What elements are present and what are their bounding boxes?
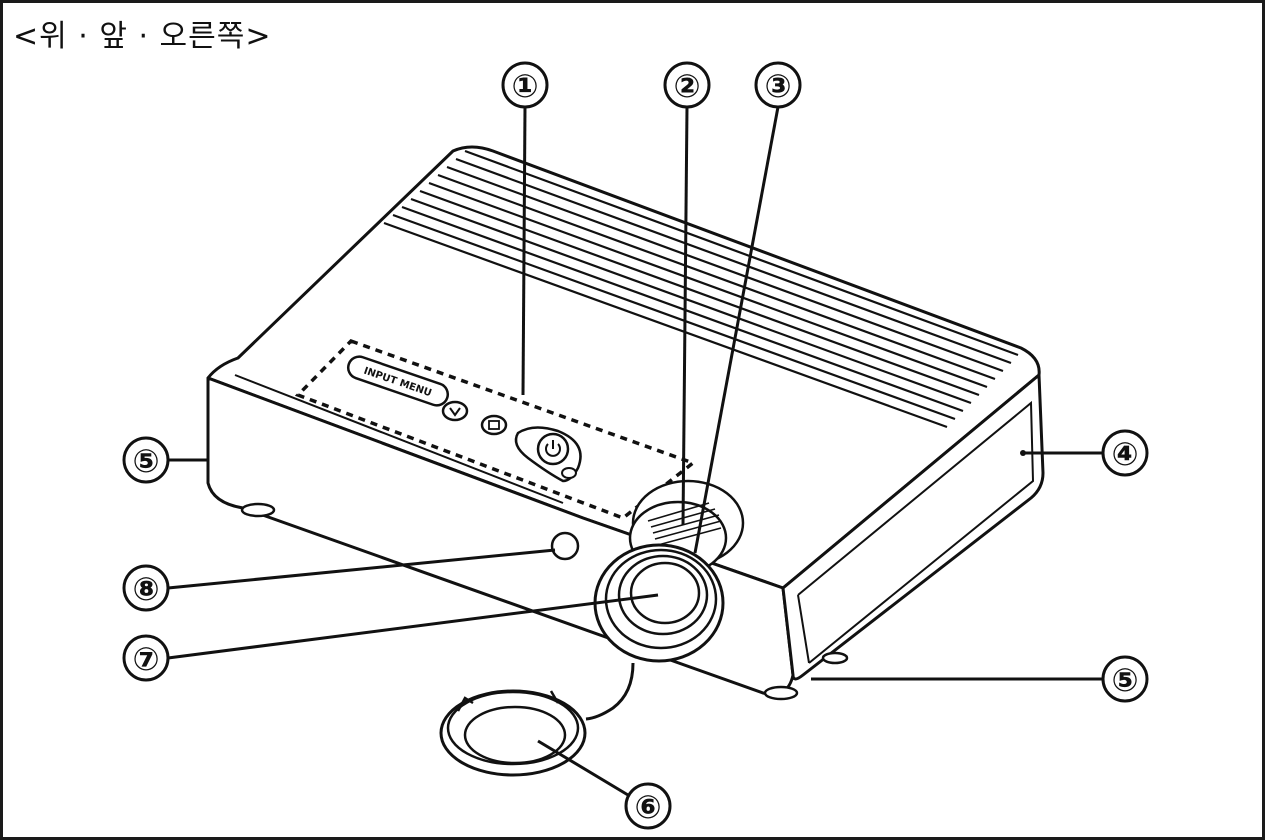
lens-assembly	[593, 479, 745, 663]
power-icon	[545, 443, 561, 457]
vent-slat	[383, 221, 948, 429]
callout-5-right: ⑤	[1101, 655, 1149, 703]
remote-sensor	[550, 531, 580, 561]
leader-line-7	[167, 593, 659, 660]
callout-6: ⑥	[624, 782, 672, 830]
leader-line-3	[693, 106, 780, 554]
callout-8: ⑧	[122, 564, 170, 612]
callout-number: ⑥	[634, 788, 661, 826]
lens-cap-strap	[585, 662, 635, 721]
diagram-title: <위 · 앞 · 오른쪽>	[13, 19, 272, 54]
panel-label-plate	[346, 355, 450, 407]
leader-line-8	[167, 548, 556, 590]
lens-cap-tab	[549, 690, 560, 704]
callout-number: ④	[1111, 435, 1138, 473]
callout-3: ③	[754, 61, 802, 109]
vent-slat	[392, 213, 956, 421]
focus-ring-grip	[652, 514, 720, 534]
top-edge-line	[234, 374, 564, 504]
vent-slat	[437, 173, 996, 381]
callout-number: ⑤	[1111, 661, 1138, 699]
callout-circle	[122, 564, 170, 612]
leader-line-2	[681, 106, 689, 526]
menu-button[interactable]	[480, 414, 508, 436]
leader-lines	[167, 106, 1103, 800]
power-indicator	[561, 467, 577, 479]
callout-circle	[624, 782, 672, 830]
vent-slat	[419, 189, 980, 397]
callout-number: ③	[764, 67, 791, 105]
lens-cap-inner	[463, 705, 567, 765]
control-panel: INPUT MENU	[294, 338, 697, 520]
callout-circle	[122, 436, 170, 484]
callout-2: ②	[663, 61, 711, 109]
callout-circle	[663, 61, 711, 109]
projector-side-face	[781, 373, 1045, 681]
ventilation-grille	[383, 149, 1019, 429]
callout-number: ⑦	[132, 640, 159, 678]
front-left-foot	[240, 502, 276, 518]
leader-line-1	[521, 106, 527, 396]
callout-circle	[1101, 429, 1149, 477]
rear-right-foot	[821, 651, 849, 665]
vent-slat	[464, 149, 1019, 357]
input-button[interactable]	[441, 400, 469, 422]
menu-button-glyph	[488, 420, 500, 430]
lens-glass	[629, 561, 701, 625]
lens-cap	[439, 662, 635, 777]
callout-circle	[1101, 655, 1149, 703]
vent-slat	[410, 197, 972, 405]
focus-ring-grip	[657, 527, 722, 546]
lens-cap-tab	[456, 696, 474, 712]
callout-number: ①	[511, 67, 538, 105]
focus-ring-grip	[654, 520, 722, 540]
side-bevel-line	[797, 594, 810, 664]
callout-circle	[501, 61, 549, 109]
callout-circle	[122, 634, 170, 682]
callout-5-left: ⑤	[122, 436, 170, 484]
callout-number: ⑧	[132, 570, 159, 608]
leader-line-6	[537, 739, 634, 800]
vent-slat	[428, 181, 988, 389]
vent-slat	[446, 165, 1004, 373]
projector-top-face	[206, 145, 1041, 590]
front-right-foot	[763, 685, 799, 701]
callout-7: ⑦	[122, 634, 170, 682]
focus-ring-grip	[647, 502, 710, 522]
callout-1: ①	[501, 61, 549, 109]
projector-diagram: INPUT MENU	[122, 61, 1149, 830]
control-panel-outline	[294, 338, 697, 520]
input-button-glyph	[449, 407, 461, 417]
callout-4: ④	[1101, 429, 1149, 477]
callout-number: ②	[673, 67, 700, 105]
side-bevel-line	[797, 400, 1035, 664]
vent-slat	[401, 205, 964, 413]
callout-number: ⑤	[132, 442, 159, 480]
vent-slat	[455, 157, 1012, 365]
callout-circle	[754, 61, 802, 109]
